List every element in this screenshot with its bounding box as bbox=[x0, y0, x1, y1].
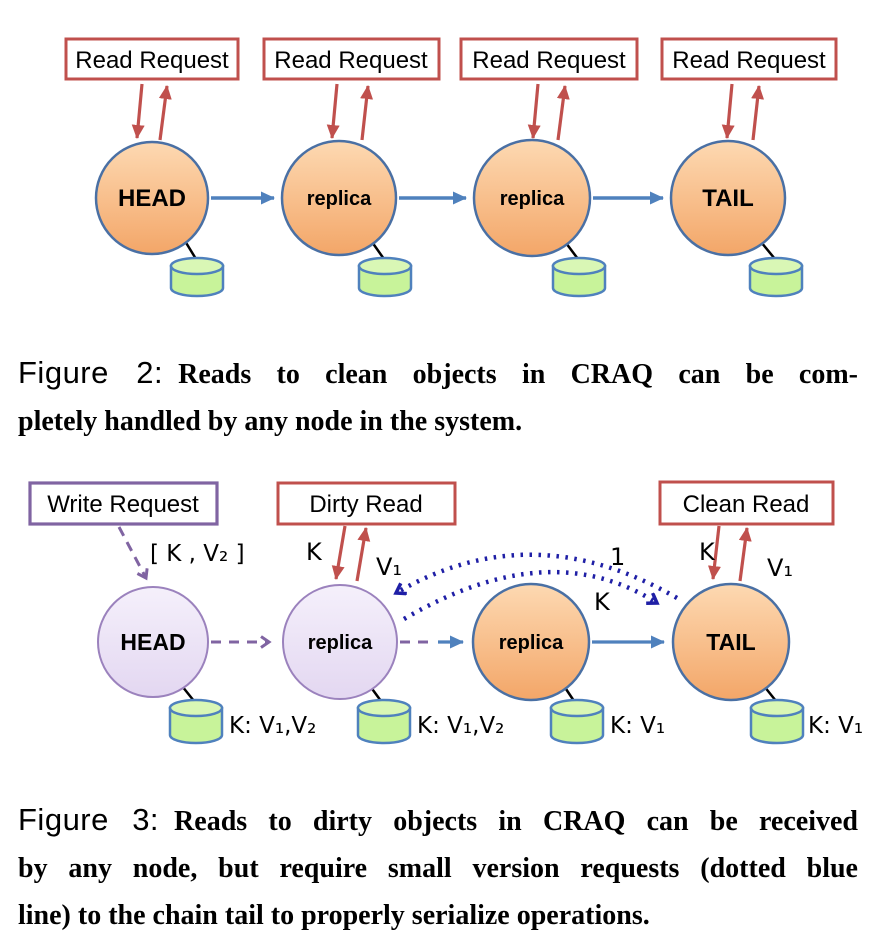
read-request-box: Read Request bbox=[64, 37, 240, 81]
storage-cylinder bbox=[357, 256, 413, 298]
read-request-box-2 bbox=[262, 37, 441, 81]
read-request-box: Read Request bbox=[459, 37, 639, 81]
node-label: HEAD bbox=[120, 629, 185, 655]
storage-cylinders bbox=[169, 256, 804, 298]
read-up-arrow bbox=[556, 85, 570, 141]
read-request-label: Read Request bbox=[274, 47, 428, 74]
node-replica-2: replica bbox=[472, 138, 592, 258]
node-label: replica bbox=[308, 632, 373, 654]
node-label: TAIL bbox=[702, 185, 754, 212]
node-label: TAIL bbox=[706, 629, 755, 655]
figure2-caption-label: Figure 2: bbox=[18, 355, 164, 390]
clean-read-rect bbox=[658, 480, 835, 526]
clean-read-down-arrow bbox=[708, 525, 721, 580]
read-arrows bbox=[131, 83, 765, 141]
read-request-label: Read Request bbox=[672, 47, 826, 74]
clean-read-box: Clean Read bbox=[658, 480, 835, 526]
node-replica-1: replica bbox=[280, 139, 398, 257]
storage-link bbox=[183, 239, 198, 261]
store-values-label: K: V₁ bbox=[808, 713, 863, 739]
clean-key-label: K bbox=[699, 538, 716, 566]
node-head: HEAD bbox=[97, 586, 209, 698]
read-request-box-1 bbox=[64, 37, 240, 81]
figure3-caption-line1: Reads to dirty objects in CRAQ can be re… bbox=[174, 806, 858, 837]
store-values-label: K: V₁,V₂ bbox=[417, 713, 504, 739]
figure2-caption: Figure 2: Reads to clean objects in CRAQ … bbox=[18, 349, 858, 445]
dirty-read-rect bbox=[276, 481, 457, 526]
figure3-caption-line2: by any node, but require small version r… bbox=[18, 853, 858, 884]
read-up-arrow bbox=[751, 85, 765, 141]
write-request-label: Write Request bbox=[47, 491, 199, 518]
node-replica-1: replica bbox=[282, 584, 398, 700]
read-down-arrow bbox=[131, 83, 145, 139]
dirty-read-down-arrow bbox=[331, 525, 347, 580]
figure2-caption-line1: Reads to clean objects in CRAQ can be co… bbox=[178, 359, 858, 390]
figure3-caption: Figure 3: Reads to dirty objects in CRAQ … bbox=[18, 796, 858, 939]
dirty-key-label: K bbox=[306, 538, 323, 566]
version-query-arrow bbox=[402, 569, 657, 621]
storage-cylinder bbox=[549, 698, 605, 745]
read-down-arrow bbox=[527, 83, 541, 139]
dirty-read-label: Dirty Read bbox=[309, 491, 422, 518]
storage-cylinder bbox=[356, 698, 412, 745]
read-request-label: Read Request bbox=[472, 47, 626, 74]
node-circle bbox=[671, 582, 791, 702]
node-circle bbox=[669, 139, 787, 257]
node-circle bbox=[282, 584, 398, 700]
storage-links bbox=[180, 684, 778, 703]
figure3-caption-label: Figure 3: bbox=[18, 802, 160, 837]
storage-link bbox=[370, 240, 386, 261]
read-up-arrow bbox=[158, 85, 172, 141]
storage-links bbox=[183, 239, 777, 261]
storage-cylinder bbox=[168, 698, 224, 745]
node-circle bbox=[280, 139, 398, 257]
node-tail: TAIL bbox=[671, 582, 791, 702]
write-arrow bbox=[117, 526, 146, 578]
storage-link bbox=[759, 240, 777, 261]
clean-read-up-arrow bbox=[738, 527, 752, 582]
storage-cylinders bbox=[168, 698, 805, 745]
node-label: replica bbox=[499, 632, 564, 654]
storage-cylinder bbox=[749, 698, 805, 745]
store-values-label: K: V₁,V₂ bbox=[229, 713, 316, 739]
dirty-read-box: Dirty Read bbox=[276, 481, 457, 526]
write-payload-label: [ K , V₂ ] bbox=[150, 541, 245, 567]
node-label: replica bbox=[500, 188, 565, 210]
version-query-label: K bbox=[594, 588, 611, 616]
figure2-caption-line2: pletely handled by any node in the syste… bbox=[18, 406, 523, 437]
node-label: replica bbox=[307, 188, 372, 210]
node-tail: TAIL bbox=[669, 139, 787, 257]
figure3-caption-line3: line) to the chain tail to properly seri… bbox=[18, 900, 650, 931]
node-circle bbox=[97, 586, 209, 698]
node-circle bbox=[471, 582, 591, 702]
figure3-diagram: Write Request Dirty Read Clean Read [ K … bbox=[28, 480, 863, 745]
dirty-value-label: V₁ bbox=[376, 553, 402, 581]
read-up-arrow bbox=[360, 85, 374, 141]
figure2-diagram: Read Request Read Request Read Request R… bbox=[64, 37, 838, 298]
clean-value-label: V₁ bbox=[767, 554, 793, 582]
read-down-arrow bbox=[721, 83, 735, 139]
storage-cylinder bbox=[169, 256, 225, 298]
node-label: HEAD bbox=[118, 185, 186, 212]
storage-cylinder bbox=[748, 256, 804, 298]
read-request-box-3 bbox=[459, 37, 639, 81]
read-request-box: Read Request bbox=[262, 37, 441, 81]
version-reply-label: 1 bbox=[610, 543, 625, 571]
write-request-rect bbox=[28, 481, 219, 526]
read-request-label: Read Request bbox=[75, 47, 229, 74]
read-request-box: Read Request bbox=[660, 37, 838, 81]
read-request-box-4 bbox=[660, 37, 838, 81]
node-head: HEAD bbox=[94, 140, 210, 256]
node-replica-2: replica bbox=[471, 582, 591, 702]
storage-cylinder bbox=[551, 256, 607, 298]
clean-read-label: Clean Read bbox=[683, 491, 810, 518]
store-values-label: K: V₁ bbox=[610, 713, 665, 739]
dirty-read-up-arrow bbox=[355, 527, 371, 582]
read-down-arrow bbox=[326, 83, 340, 139]
node-circle bbox=[94, 140, 210, 256]
node-circle bbox=[472, 138, 592, 258]
storage-link bbox=[564, 241, 580, 261]
write-request-box: Write Request bbox=[28, 481, 219, 526]
